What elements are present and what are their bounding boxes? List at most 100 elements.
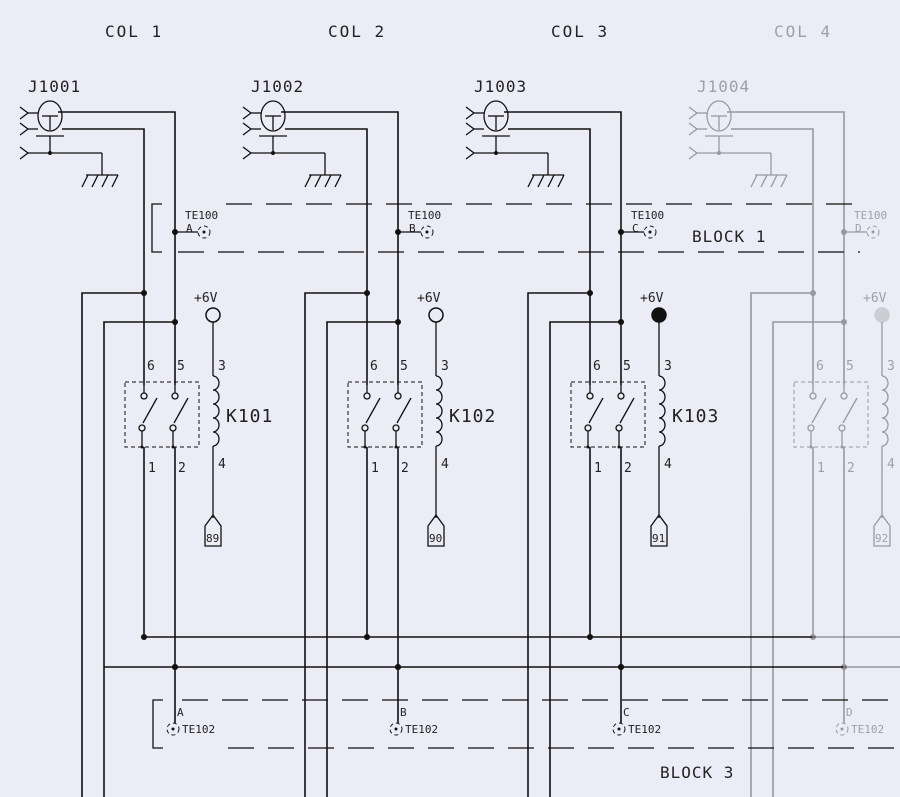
ground-icon <box>304 153 342 188</box>
pin-label: 3 <box>218 359 226 374</box>
block-1-label: BLOCK 1 <box>692 227 766 246</box>
pin-label: 1 <box>371 461 379 476</box>
pin-label: 5 <box>623 359 631 374</box>
pin-label: 1 <box>594 461 602 476</box>
connector-label: J1002 <box>251 77 304 96</box>
column-label: COL 2 <box>328 22 386 41</box>
terminal-label: 89 <box>206 532 219 545</box>
supply-node: +6V <box>194 291 221 368</box>
supply-label: +6V <box>417 291 441 306</box>
pin-label: 5 <box>400 359 408 374</box>
column-label: COL 4 <box>774 22 832 41</box>
test-point-label: TE100 <box>408 209 441 222</box>
supply-node: +6V <box>863 291 890 368</box>
net-letter: D <box>855 222 862 235</box>
pin-label: 1 <box>817 461 825 476</box>
connector-label: J1003 <box>474 77 527 96</box>
net-letter: B <box>409 222 416 235</box>
connector-icon <box>465 100 548 160</box>
terminal-tag: 90 <box>427 513 445 547</box>
test-point-label: TE100 <box>854 209 887 222</box>
block-3-label: BLOCK 3 <box>660 763 734 782</box>
test-point-label: TE100 <box>631 209 664 222</box>
relay-coil: 4 <box>881 368 895 518</box>
relay-contacts: 6 5 3 1 2 <box>347 359 449 670</box>
relay-contacts: 6 5 3 1 2 <box>124 359 226 670</box>
pin-label: 2 <box>401 461 409 476</box>
pin-label: 6 <box>147 359 155 374</box>
test-point-te100: TE100 C <box>618 209 664 239</box>
terminal-label: 92 <box>875 532 888 545</box>
connector-label: J1004 <box>697 77 750 96</box>
connector-icon <box>19 100 102 160</box>
ground-icon <box>750 153 788 188</box>
relay-label: K101 <box>226 406 273 427</box>
pin-label: 3 <box>441 359 449 374</box>
test-point-te100: TE100 B <box>395 209 441 239</box>
column-label: COL 1 <box>105 22 163 41</box>
terminal-tag: 89 <box>204 513 222 547</box>
ground-icon <box>527 153 565 188</box>
bottom-net-letter: D <box>846 706 853 719</box>
block-1-boundary <box>151 203 860 253</box>
bottom-test-point-label: TE102 <box>405 723 438 736</box>
supply-label: +6V <box>194 291 218 306</box>
supply-label: +6V <box>863 291 887 306</box>
relay-coil: K101 4 <box>212 368 273 518</box>
pin-label: 5 <box>177 359 185 374</box>
connector-icon <box>242 100 325 160</box>
bus-lines <box>104 636 900 668</box>
block-3-boundary <box>152 699 900 749</box>
connector-icon <box>688 100 771 160</box>
pin-label: 2 <box>847 461 855 476</box>
relay-coil: K103 4 <box>658 368 719 518</box>
pin-label: 3 <box>887 359 895 374</box>
bottom-test-point-label: TE102 <box>851 723 884 736</box>
pin-label: 6 <box>370 359 378 374</box>
column-label: COL 3 <box>551 22 609 41</box>
terminal-label: 90 <box>429 532 442 545</box>
test-point-te102: C TE102 <box>612 664 661 736</box>
bottom-test-point-label: TE102 <box>182 723 215 736</box>
ground-icon <box>81 153 119 188</box>
bottom-net-letter: C <box>623 706 630 719</box>
column-2-circuit: COL 2 J1002 <box>242 22 496 797</box>
pin-label: 3 <box>664 359 672 374</box>
relay-label: K103 <box>672 406 719 427</box>
test-point-te100: TE100 D <box>841 209 887 239</box>
test-point-te102: A TE102 <box>166 664 215 736</box>
bottom-net-letter: A <box>177 706 184 719</box>
pin-label: 6 <box>593 359 601 374</box>
net-letter: A <box>186 222 193 235</box>
relay-label: K102 <box>449 406 496 427</box>
pin-label: 5 <box>846 359 854 374</box>
relay-contacts: 6 5 3 1 2 <box>793 359 895 670</box>
supply-node: +6V <box>417 291 444 368</box>
pin-label: 2 <box>178 461 186 476</box>
connector-label: J1001 <box>28 77 81 96</box>
supply-label: +6V <box>640 291 664 306</box>
pin-label: 1 <box>148 461 156 476</box>
bottom-test-point-label: TE102 <box>628 723 661 736</box>
terminal-tag: 92 <box>873 513 891 547</box>
pin-label: 4 <box>664 457 672 472</box>
pin-label: 2 <box>624 461 632 476</box>
test-point-te100: TE100 A <box>172 209 218 239</box>
columns-layer: COL 1 J1001 <box>19 22 895 797</box>
column-4-circuit: COL 4 J1004 <box>688 22 895 797</box>
terminal-tag: 91 <box>650 513 668 547</box>
pin-label: 4 <box>887 457 895 472</box>
test-point-te102: D TE102 <box>835 664 884 736</box>
pin-label: 6 <box>816 359 824 374</box>
column-1-circuit: COL 1 J1001 <box>19 22 273 797</box>
column-3-circuit: COL 3 J1003 <box>465 22 719 797</box>
net-letter: C <box>632 222 639 235</box>
terminal-label: 91 <box>652 532 665 545</box>
supply-node: +6V <box>640 291 667 368</box>
pin-label: 4 <box>218 457 226 472</box>
pin-label: 4 <box>441 457 449 472</box>
test-point-te102: B TE102 <box>389 664 438 736</box>
test-point-label: TE100 <box>185 209 218 222</box>
